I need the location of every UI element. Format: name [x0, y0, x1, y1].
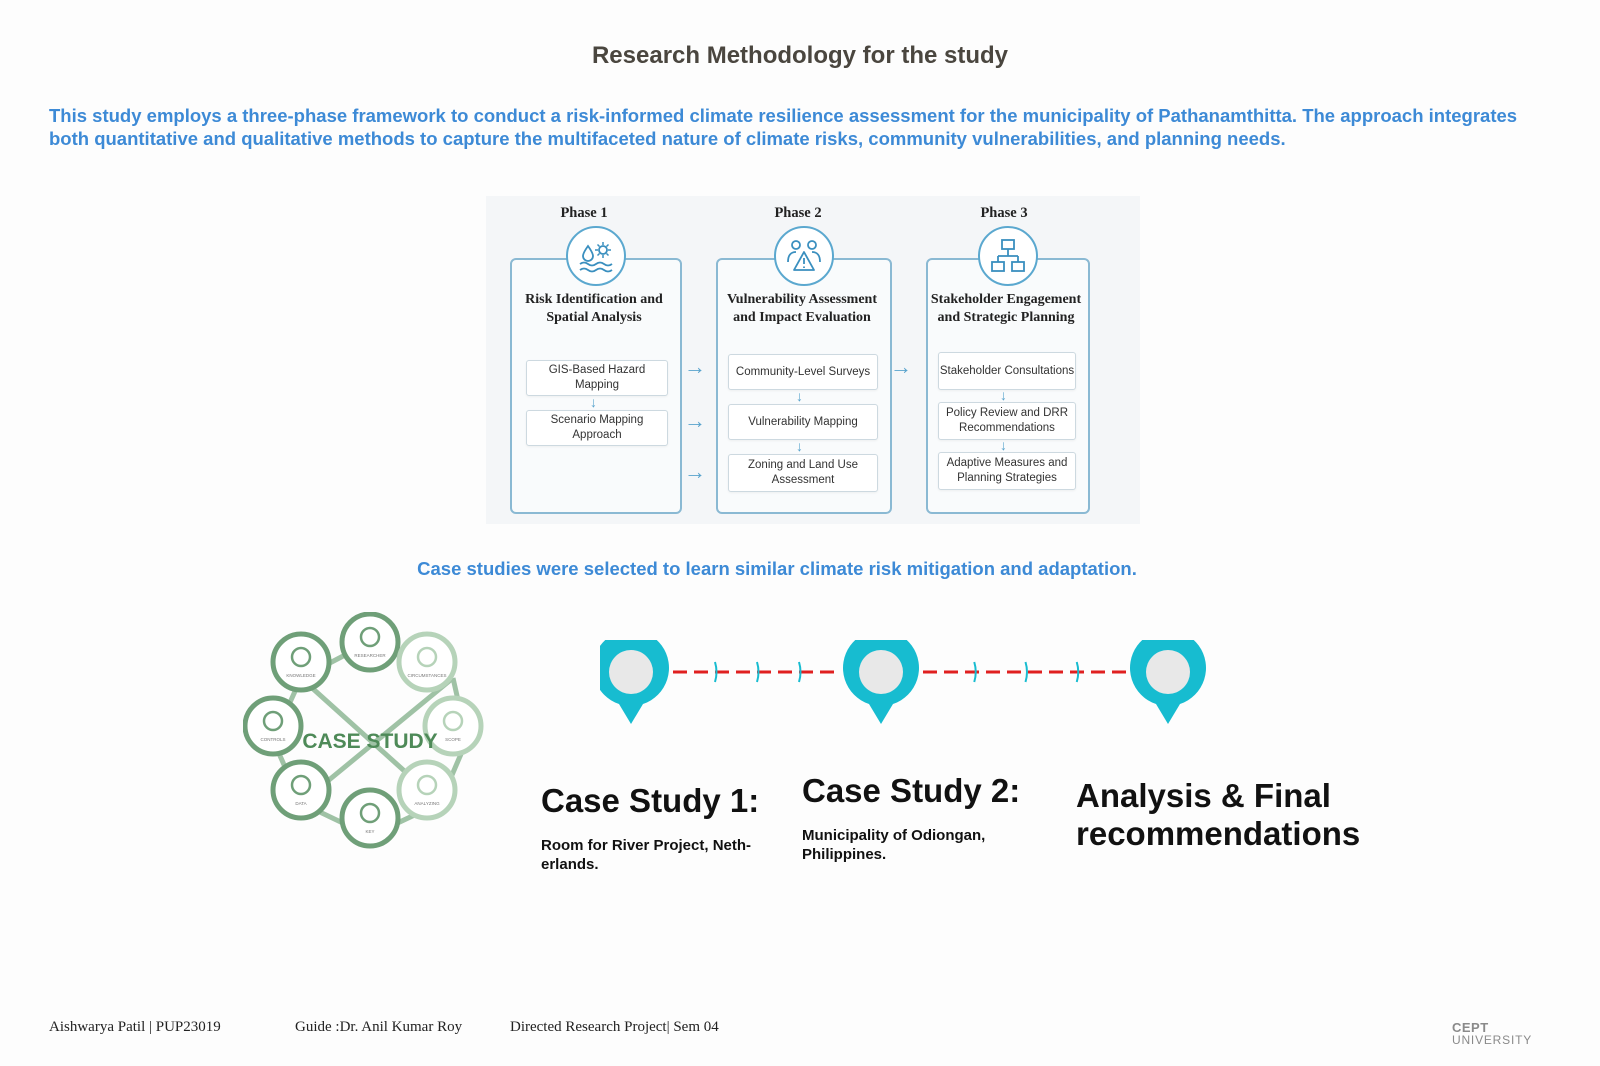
case-study-2-title: Case Study 2: [802, 772, 1021, 809]
people-warning-icon [774, 226, 834, 286]
footer-project: Directed Research Project| Sem 04 [510, 1019, 719, 1035]
wheel-node-circumstances: CIRCUMSTANCES [396, 631, 458, 693]
wheel-node-label: SCOPE [445, 737, 461, 742]
wheel-node-label: CIRCUMSTANCES [408, 673, 447, 678]
case-study-wheel: RESEARCHER CIRCUMSTANCES SCOPE ANALYZING KEY… [243, 612, 484, 849]
footer-author: Aishwarya Patil | PUP23019 [49, 1019, 221, 1035]
timeline-tick [798, 661, 802, 683]
case-study-wheel-center: CASE STUDY [302, 730, 437, 753]
phase-1-label: Phase 1 [560, 205, 608, 221]
step-community-surveys: Community-Level Surveys [728, 354, 878, 390]
case-study-2-subtitle: Municipality of Odiongan, Philippines. [802, 827, 986, 863]
controls-icon [262, 710, 284, 732]
wheel-node-knowledge: KNOWLEDGE [270, 631, 332, 693]
key-icon [359, 802, 381, 824]
down-arrow-icon: ↓ [1000, 387, 1007, 403]
three-phase-framework: Phase 1 Risk Identification and Spatial … [486, 196, 1140, 524]
wheel-node-controls: CONTROLS [243, 695, 304, 757]
cept-university-logo: CEPT UNIVERSITY [1452, 1020, 1533, 1047]
phase-3-title: Stakeholder Engagement and Strategic Pla… [930, 292, 1082, 325]
timeline-tick [714, 661, 718, 683]
data-icon [290, 774, 312, 796]
location-pin-icon [1130, 640, 1206, 724]
scope-icon [442, 710, 464, 732]
wheel-node-researcher: RESEARCHER [339, 612, 401, 673]
phase-1-title: Risk Identification and Spatial Analysis [525, 292, 663, 325]
analyzing-icon [416, 774, 438, 796]
phase-2-label: Phase 2 [774, 205, 822, 221]
wheel-node-label: RESEARCHER [354, 653, 386, 658]
down-arrow-icon: ↓ [796, 388, 803, 404]
step-stakeholder-consultations: Stakeholder Consultations [938, 352, 1076, 390]
phase-2-title: Vulnerability Assessment and Impact Eval… [726, 292, 877, 325]
case-study-1-subtitle: Room for River Project, Neth- erlands. [541, 837, 752, 873]
water-sun-icon [566, 226, 626, 286]
circumstances-icon [416, 646, 438, 668]
wheel-node-label: KNOWLEDGE [286, 673, 315, 678]
location-pin-icon [843, 640, 919, 724]
wheel-node-label: ANALYZING [414, 801, 440, 806]
location-pin-icon [600, 640, 669, 724]
footer-guide: Guide :Dr. Anil Kumar Roy [295, 1019, 463, 1035]
down-arrow-icon: ↓ [1000, 437, 1007, 453]
phase-3-label: Phase 3 [980, 205, 1028, 221]
step-zoning-land-use: Zoning and Land Use Assessment [728, 454, 878, 492]
timeline-tick [756, 661, 760, 683]
wheel-node-label: DATA [295, 801, 306, 806]
down-arrow-icon: ↓ [590, 394, 597, 410]
right-arrow-icon: → [684, 354, 706, 379]
step-policy-review: Policy Review and DRR Recommendations [938, 402, 1076, 440]
right-arrow-icon: → [890, 354, 912, 379]
timeline-tick [1075, 661, 1080, 683]
case-study-timeline [600, 640, 1206, 724]
down-arrow-icon: ↓ [796, 438, 803, 454]
timeline-tick [973, 661, 977, 683]
timeline-tick [1024, 661, 1028, 683]
hierarchy-icon [978, 226, 1038, 286]
page-title: Research Methodology for the study [591, 42, 1009, 69]
researcher-icon [359, 626, 381, 648]
step-adaptive-measures: Adaptive Measures and Planning Strategie… [938, 452, 1076, 490]
intro-paragraph: This study employs a three-phase framewo… [49, 105, 1518, 149]
case-study-note: Case studies were selected to learn simi… [417, 558, 1137, 579]
wheel-node-data: DATA [270, 759, 332, 821]
wheel-node-key: KEY [339, 787, 401, 849]
right-arrow-icon: → [684, 408, 706, 433]
analysis-title: Analysis & Final recommendations [1076, 777, 1361, 852]
step-vulnerability-mapping: Vulnerability Mapping [728, 404, 878, 440]
step-scenario-mapping: Scenario Mapping Approach [526, 410, 668, 446]
step-gis-hazard-mapping: GIS-Based Hazard Mapping [526, 360, 668, 396]
wheel-node-label: KEY [365, 829, 374, 834]
wheel-node-label: CONTROLS [260, 737, 285, 742]
knowledge-icon [290, 646, 312, 668]
wheel-node-scope: SCOPE [422, 695, 484, 757]
right-arrow-icon: → [684, 459, 706, 484]
case-study-1-title: Case Study 1: [541, 782, 760, 819]
wheel-node-analyzing: ANALYZING [396, 759, 458, 821]
